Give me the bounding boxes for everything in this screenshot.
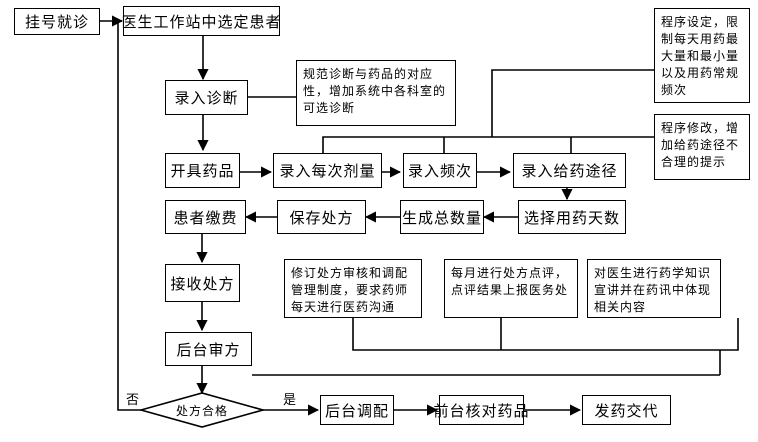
node-register: 挂号就诊: [14, 8, 100, 35]
node-save-prescription: 保存处方: [277, 200, 366, 234]
node-receive-prescription: 接收处方: [165, 264, 240, 302]
node-enter-dose: 录入每次剂量: [273, 153, 382, 188]
node-backend-review: 后台审方: [165, 332, 252, 366]
node-select-patient: 医生工作站中选定患者: [122, 6, 281, 36]
node-backend-dispense: 后台调配: [320, 395, 394, 425]
note-program-limit: 程序设定，限制每天用药最大量和最小量以及用药常规频次: [654, 8, 750, 103]
node-front-check: 前台核对药品: [434, 395, 529, 425]
note-diagnosis-standard: 规范诊断与药品的对应性，增加系统中各科室的可选诊断: [296, 60, 456, 126]
edge-label-no: 否: [126, 393, 140, 408]
node-deliver-medication: 发药交代: [582, 395, 671, 425]
node-total-quantity: 生成总数量: [400, 200, 484, 234]
node-prescribe: 开具药品: [165, 153, 240, 188]
note-revise-system: 修订处方审核和调配管理制度，要求药师每天进行医药沟通: [284, 259, 422, 318]
node-decision-qualified: 处方合格: [176, 404, 229, 418]
note-monthly-review: 每月进行处方点评，点评结果上报医务处: [444, 259, 578, 318]
node-enter-frequency: 录入频次: [403, 153, 477, 188]
note-education: 对医生进行药学知识宣讲并在药讯中体现相关内容: [587, 259, 721, 318]
node-enter-diagnosis: 录入诊断: [165, 80, 248, 115]
edge-label-yes: 是: [283, 393, 297, 408]
node-enter-route: 录入给药途径: [513, 153, 626, 188]
node-select-days: 选择用药天数: [518, 200, 626, 234]
note-program-modify: 程序修改，增加给药途径不合理的提示: [654, 114, 750, 180]
node-patient-payment: 患者缴费: [165, 200, 246, 234]
